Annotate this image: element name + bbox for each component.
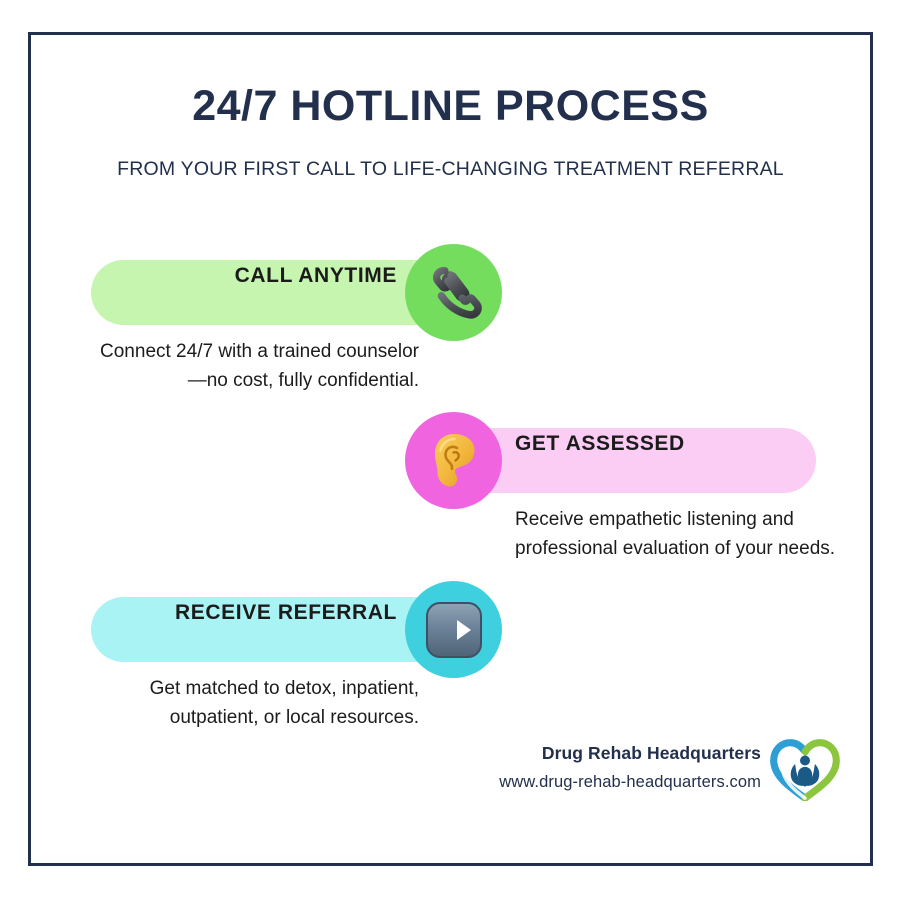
brand-name: Drug Rehab Headquarters <box>541 743 761 763</box>
step-icon-circle <box>405 581 502 678</box>
page-title: 24/7 HOTLINE PROCESS <box>192 82 709 130</box>
step-pill-background <box>456 428 816 493</box>
step-pill-background <box>91 260 451 325</box>
step-bar-row: RECEIVE REFERRAL <box>31 580 876 680</box>
step-icon-circle <box>405 244 502 341</box>
footer: Drug Rehab Headquarters www.drug-rehab-h… <box>31 735 876 815</box>
step-bar-row: CALL ANYTIME <box>31 243 876 343</box>
heart-hands-logo <box>770 739 840 801</box>
step-description-receive-referral: Get matched to detox, inpatient, outpati… <box>149 678 419 728</box>
step-item-call-anytime: CALL ANYTIME <box>31 243 876 391</box>
step-bar-row: GET ASSESSED <box>31 411 876 511</box>
page-subtitle: FROM YOUR FIRST CALL TO LIFE-CHANGING TR… <box>117 158 784 181</box>
website-url[interactable]: www.drug-rehab-headquarters.com <box>499 773 761 791</box>
ear-icon <box>434 433 474 486</box>
infographic-frame: 24/7 HOTLINE PROCESS FROM YOUR FIRST CAL… <box>28 32 873 866</box>
footer-text-block: Drug Rehab Headquarters www.drug-rehab-h… <box>499 743 761 793</box>
step-icon-circle <box>405 412 502 509</box>
step-label-get-assessed: GET ASSESSED <box>515 432 685 455</box>
step-item-get-assessed: GET ASSESSED <box>31 411 876 559</box>
step-description-get-assessed: Receive empathetic listening and profess… <box>515 509 836 559</box>
step-pill-background <box>91 597 451 662</box>
step-description-call-anytime: Connect 24/7 with a trained counselor—no… <box>100 341 419 391</box>
telephone-receiver-icon <box>432 266 482 319</box>
right-arrow-button-icon <box>425 601 482 658</box>
step-label-receive-referral: RECEIVE REFERRAL <box>175 601 397 624</box>
step-label-call-anytime: CALL ANYTIME <box>234 264 397 287</box>
header: 24/7 HOTLINE PROCESS FROM YOUR FIRST CAL… <box>31 82 870 182</box>
step-item-receive-referral: RECEIVE REFERRAL <box>31 580 876 728</box>
steps-list: CALL ANYTIME <box>31 243 876 773</box>
